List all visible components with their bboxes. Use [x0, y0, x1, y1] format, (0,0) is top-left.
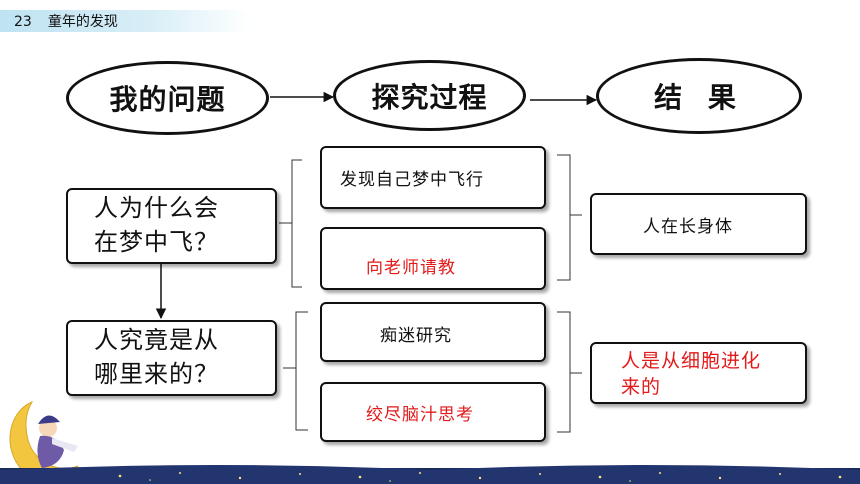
brace-left-2 — [283, 311, 308, 431]
question-1-text: 人为什么会 在梦中飞？ — [94, 191, 219, 259]
stars-icon — [118, 472, 842, 482]
ellipse-question-label: 我的问题 — [109, 83, 226, 116]
result-1-text: 人在长身体 — [643, 217, 733, 237]
result-2-line2: 来的 — [621, 376, 662, 398]
brace-right-1 — [557, 154, 582, 281]
process-1-text: 发现自己梦中飞行 — [340, 170, 484, 190]
question-1-line2: 在梦中飞？ — [94, 228, 219, 256]
process-2-text: 向老师请教 — [366, 258, 456, 278]
process-box-3 — [320, 302, 546, 362]
lesson-title: 23 童年的发现 — [14, 11, 118, 31]
header-bar — [0, 10, 250, 32]
result-box-2 — [590, 342, 807, 404]
question-2-text: 人究竟是从 哪里来的？ — [94, 323, 219, 391]
ellipse-result: 结 果 — [596, 58, 802, 134]
lesson-number: 23 — [14, 14, 32, 30]
question-2-line2: 哪里来的？ — [94, 360, 219, 388]
process-box-4 — [320, 382, 546, 442]
moon-icon — [9, 400, 79, 481]
ellipse-process: 探究过程 — [333, 60, 526, 131]
ellipse-process-label: 探究过程 — [371, 80, 488, 114]
lesson-name: 童年的发现 — [47, 14, 118, 30]
question-1-line1: 人为什么会 — [94, 194, 219, 222]
result-2-line1: 人是从细胞进化 — [621, 350, 762, 372]
child-hat-icon — [38, 415, 60, 424]
brace-right-2 — [557, 311, 582, 433]
question-box-1 — [66, 188, 277, 264]
ellipse-result-label: 结 果 — [654, 81, 744, 114]
question-2-line1: 人究竟是从 — [94, 326, 219, 354]
process-4-text: 绞尽脑汁思考 — [366, 405, 474, 425]
result-2-text: 人是从细胞进化 来的 — [621, 348, 761, 400]
question-box-2 — [66, 320, 277, 396]
child-scarf-icon — [52, 438, 78, 452]
process-3-text: 痴迷研究 — [380, 326, 452, 346]
process-box-1 — [320, 146, 546, 209]
night-sky-strip — [0, 465, 860, 484]
process-box-2 — [320, 227, 546, 290]
brace-left-1 — [279, 159, 302, 288]
ellipse-question: 我的问题 — [66, 61, 269, 135]
moon-child-illustration — [9, 400, 79, 481]
result-box-1 — [590, 193, 807, 255]
